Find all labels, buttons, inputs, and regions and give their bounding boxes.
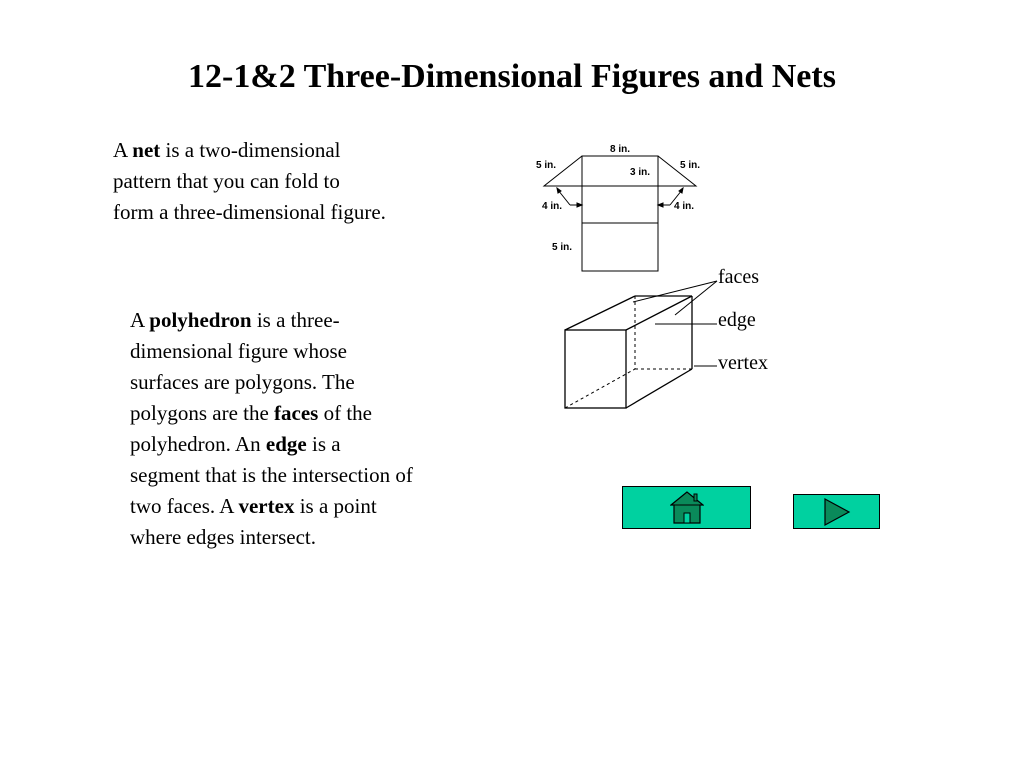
net-definition-line-3: form a three-dimensional figure. xyxy=(113,200,386,224)
vertex-label: vertex xyxy=(718,352,768,374)
faces-label: faces xyxy=(718,266,760,288)
prism-hidden-edge-diagonal xyxy=(564,368,636,409)
net-label-left-width: 4 in. xyxy=(542,201,562,212)
net-left-triangle xyxy=(542,155,583,187)
net-arrowhead-left-2 xyxy=(576,202,584,208)
prism-net-diagram: 8 in. 5 in. 5 in. 3 in. 4 in. 4 in. 5 in… xyxy=(536,144,700,272)
net-arrowhead-left xyxy=(556,186,562,194)
term-polyhedron: polyhedron xyxy=(149,308,252,332)
term-net: net xyxy=(132,138,161,162)
term-edge: edge xyxy=(265,432,307,456)
net-definition-line-2: pattern that you can fold to xyxy=(113,169,340,193)
page-title: 12-1&2 Three-Dimensional Figures and Net… xyxy=(188,58,836,95)
prism-edge-top-left xyxy=(564,295,636,331)
net-arrow-left xyxy=(557,189,571,206)
home-icon-door xyxy=(683,512,691,524)
polyhedron-definition-line-3: surfaces are polygons. The xyxy=(130,370,355,394)
net-definition-line-1: A net is a two-dimensional xyxy=(113,138,341,162)
faces-pointer-1 xyxy=(632,280,718,303)
polyhedron-definition-line-8: where edges intersect. xyxy=(130,525,316,549)
net-label-bottom: 5 in. xyxy=(552,242,572,253)
polyhedron-definition-line-2: dimensional figure whose xyxy=(130,339,347,363)
net-label-left-slant: 5 in. xyxy=(536,160,556,171)
play-arrow-icon xyxy=(824,497,851,527)
home-button[interactable] xyxy=(622,486,751,529)
polyhedron-definition-line-5: polyhedron. An edge is a xyxy=(130,432,341,456)
net-arrowhead-right-2 xyxy=(656,202,664,208)
next-slide-button[interactable] xyxy=(793,494,880,529)
play-arrow-icon-shape xyxy=(824,497,851,527)
net-label-top: 8 in. xyxy=(610,144,630,155)
net-arrow-right xyxy=(669,189,683,206)
polyhedron-definition-line-7: two faces. A vertex is a point xyxy=(130,494,377,518)
net-label-middle: 3 in. xyxy=(630,167,650,178)
term-vertex: vertex xyxy=(238,494,295,518)
prism-front-face xyxy=(564,329,627,409)
home-icon-chimney xyxy=(693,493,698,502)
faces-pointer-2 xyxy=(674,280,718,316)
net-outline xyxy=(581,155,659,272)
home-icon xyxy=(670,491,704,524)
prism-edge-top-right xyxy=(625,295,693,331)
prism-edge-bottom-right xyxy=(625,368,693,409)
term-faces: faces xyxy=(274,401,319,425)
net-label-right-width: 4 in. xyxy=(674,201,694,212)
net-arrowhead-right xyxy=(678,186,684,194)
polyhedron-definition-line-4: polygons are the faces of the xyxy=(130,401,373,425)
net-label-right-slant: 5 in. xyxy=(680,160,700,171)
polyhedron-definition-line-6: segment that is the intersection of xyxy=(130,463,413,487)
net-right-triangle xyxy=(657,155,698,187)
polyhedron-definition-line-1: A polyhedron is a three- xyxy=(130,308,340,332)
edge-label: edge xyxy=(718,309,756,331)
polyhedron-diagram xyxy=(564,280,718,409)
net-definition: A net is a two-dimensional pattern that … xyxy=(113,135,463,228)
polyhedron-definition: A polyhedron is a three- dimensional fig… xyxy=(130,305,490,553)
